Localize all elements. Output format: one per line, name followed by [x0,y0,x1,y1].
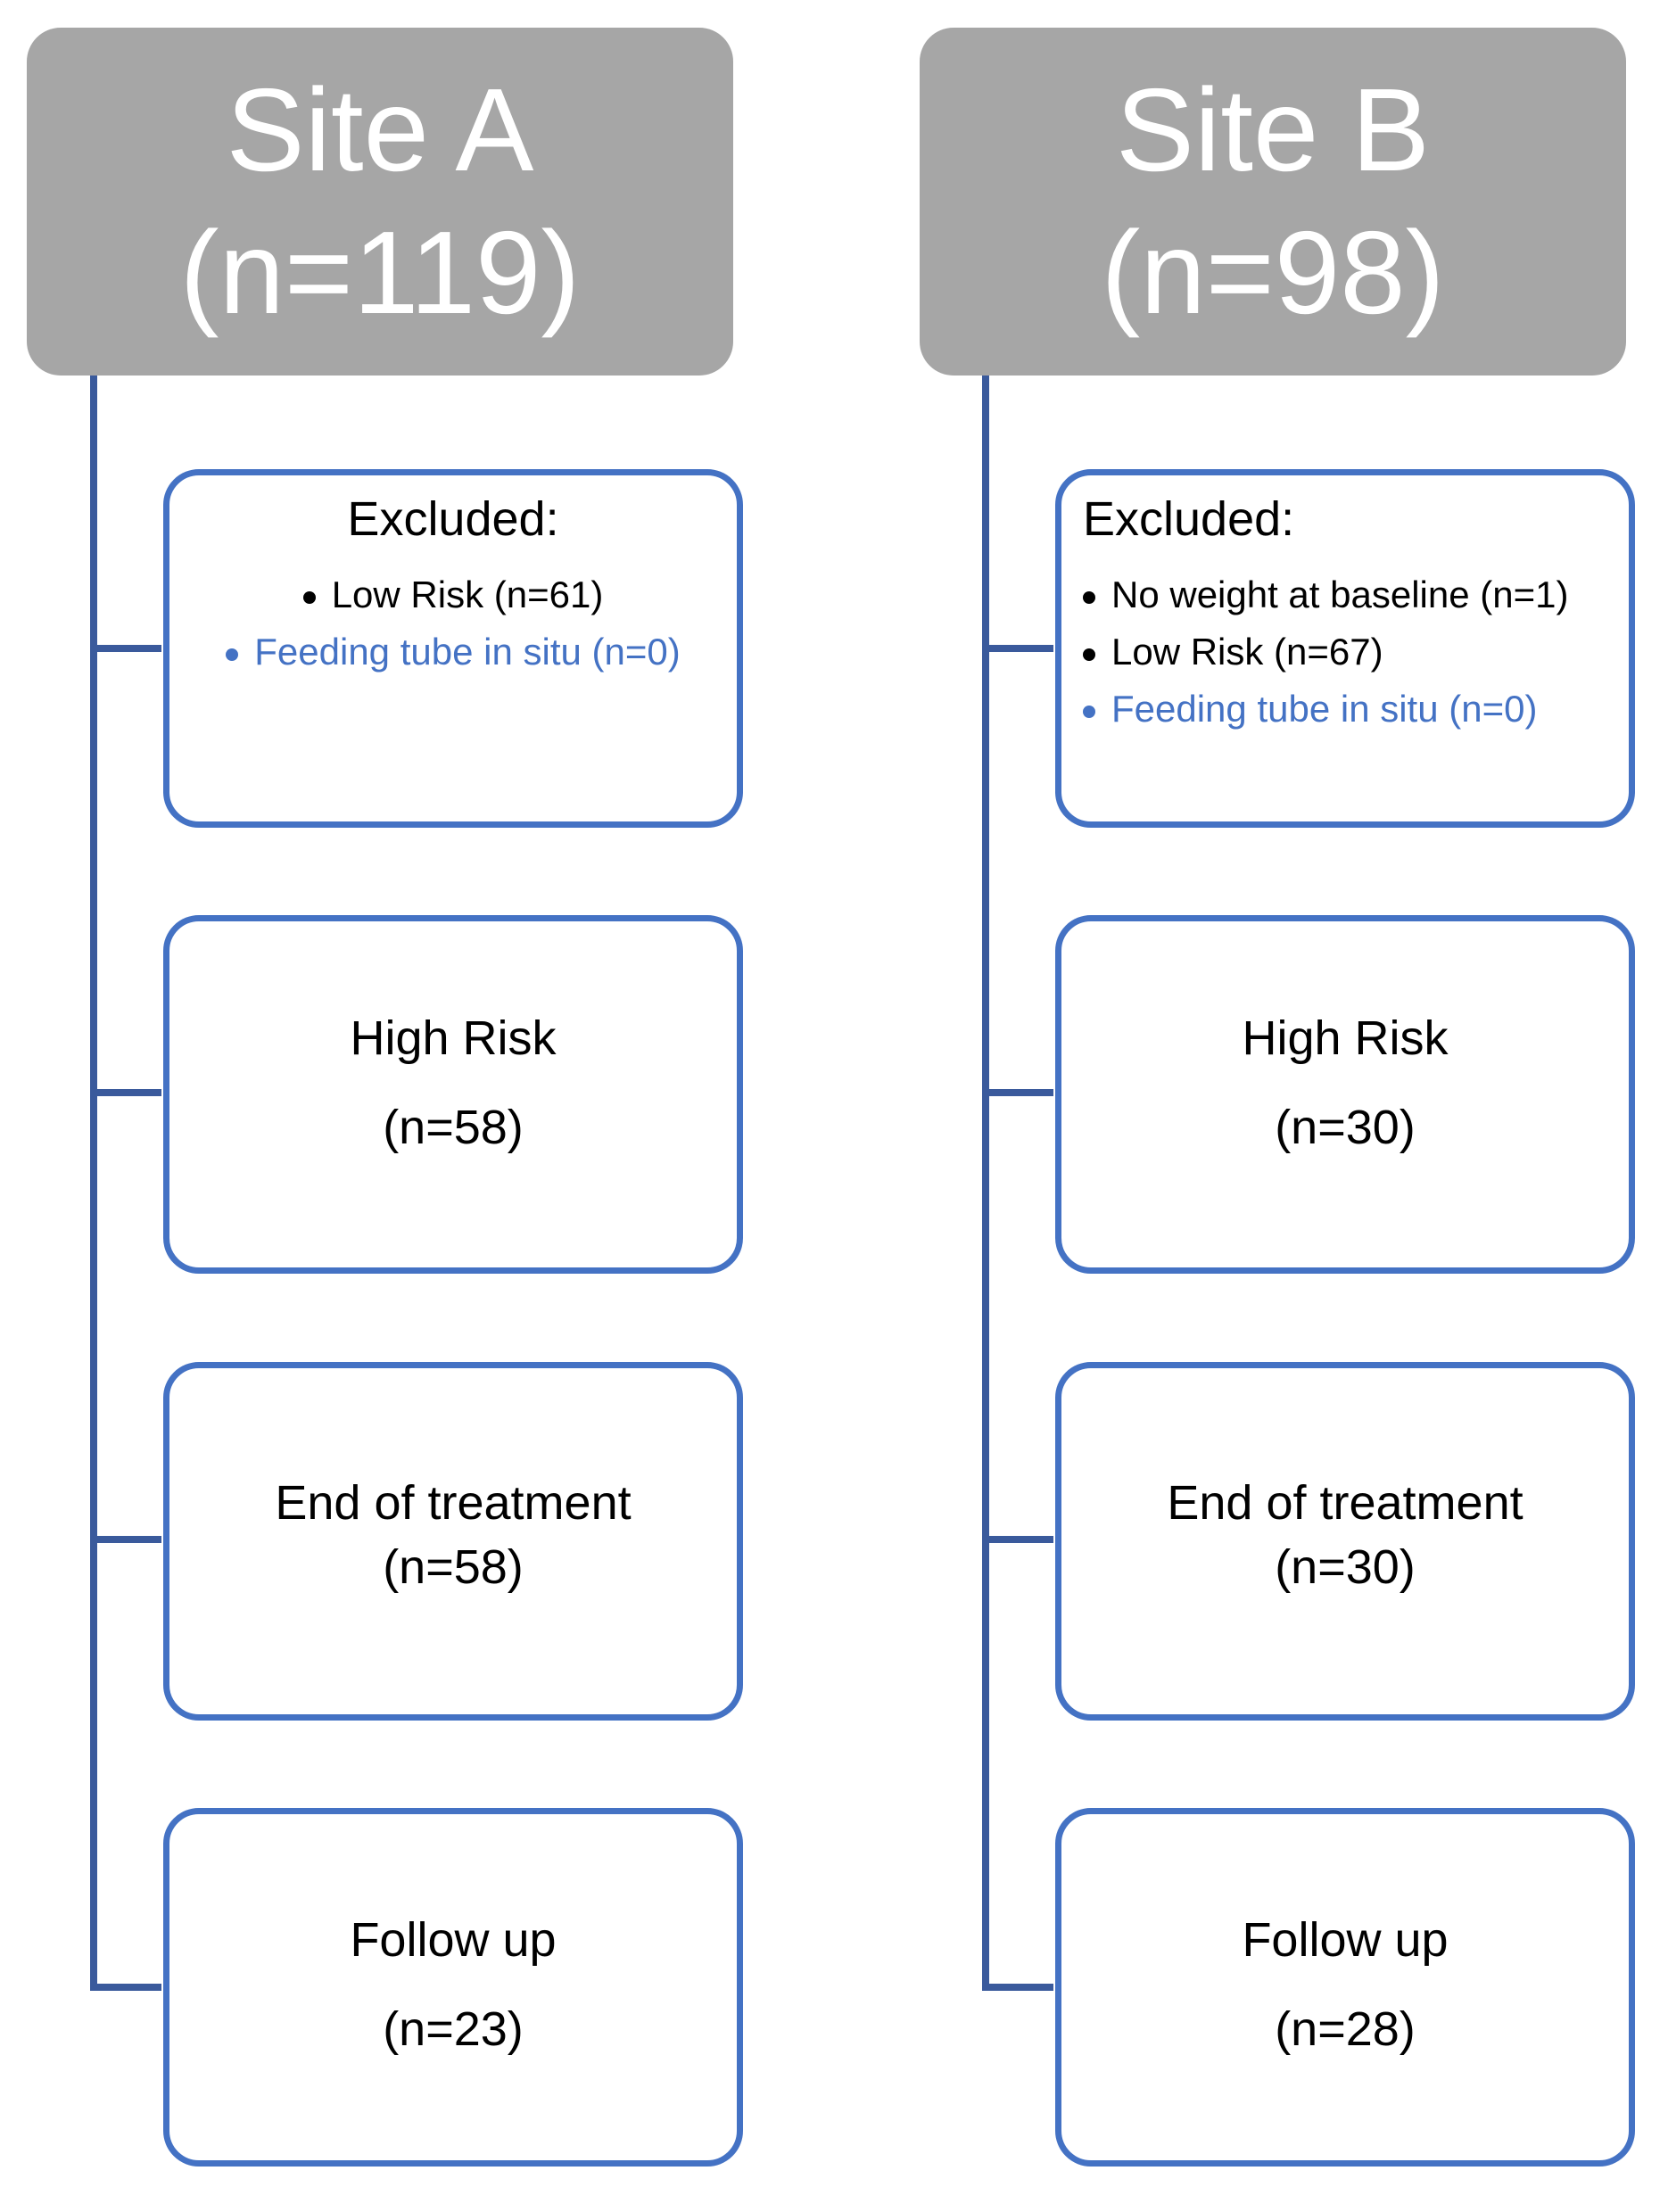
excluded-item: Low Risk (n=61) [169,566,737,623]
connector [982,1984,1053,1991]
box-label: High Risk [350,1011,557,1065]
site-count: (n=98) [1101,207,1445,338]
site-a-follow-up-box: Follow up (n=23) [163,1808,743,2167]
box-label: Follow up [350,1913,557,1967]
site-b-follow-up-box: Follow up (n=28) [1055,1808,1635,2167]
excluded-item: Feeding tube in situ (n=0) [1083,681,1629,738]
site-count: (n=119) [179,207,581,338]
site-b-excluded-box: Excluded: No weight at baseline (n=1) Lo… [1055,469,1635,828]
site-title: Site A [226,64,534,195]
box-label: Follow up [1242,1913,1449,1967]
site-a-high-risk-box: High Risk (n=58) [163,915,743,1274]
box-count: (n=30) [1275,1540,1416,1594]
excluded-title: Excluded: [1083,492,1295,546]
site-b-high-risk-box: High Risk (n=30) [1055,915,1635,1274]
box-count: (n=58) [383,1101,524,1154]
site-title: Site B [1115,64,1431,195]
box-count: (n=58) [383,1540,524,1594]
box-label: End of treatment [275,1476,632,1530]
connector [982,1089,1053,1096]
box-count: (n=28) [1275,2002,1416,2056]
connector [90,1089,161,1096]
connector [982,645,1053,652]
connector [90,645,161,652]
site-a-end-of-treatment-box: End of treatment (n=58) [163,1362,743,1721]
connector [90,1536,161,1543]
connector [982,1536,1053,1543]
excluded-item: Low Risk (n=67) [1083,623,1629,681]
box-label: High Risk [1242,1011,1449,1065]
box-count: (n=30) [1275,1101,1416,1154]
excluded-item: Feeding tube in situ (n=0) [169,623,737,681]
box-count: (n=23) [383,2002,524,2056]
connector [90,1984,161,1991]
site-b-connector-line [982,376,989,1991]
excluded-title: Excluded: [347,492,559,546]
site-a-connector-line [90,376,97,1991]
excluded-item: No weight at baseline (n=1) [1083,566,1629,623]
site-b-header: Site B (n=98) [920,28,1626,376]
box-label: End of treatment [1167,1476,1523,1530]
site-a-header: Site A (n=119) [27,28,733,376]
site-b-end-of-treatment-box: End of treatment (n=30) [1055,1362,1635,1721]
site-a-excluded-box: Excluded: Low Risk (n=61) Feeding tube i… [163,469,743,828]
